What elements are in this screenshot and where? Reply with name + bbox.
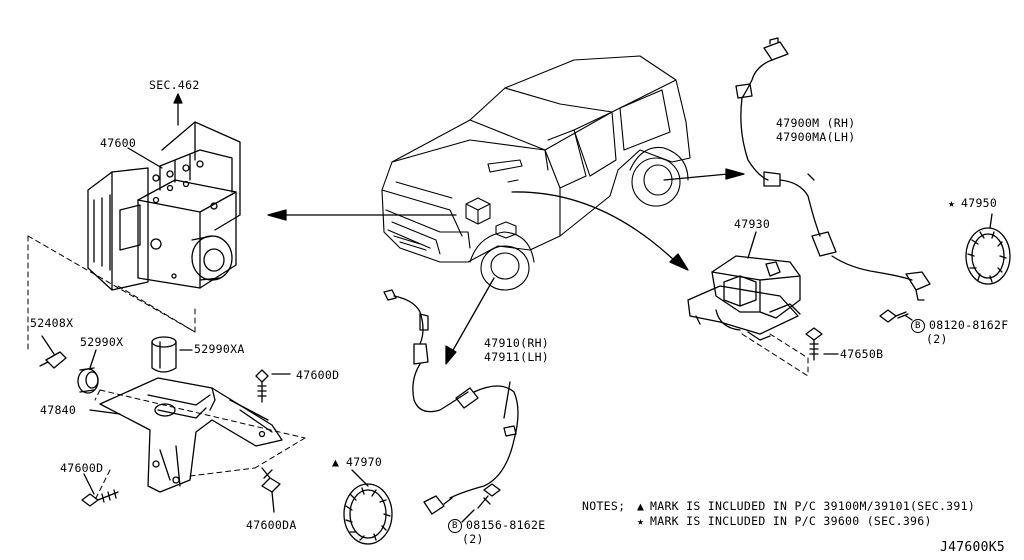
stud-52408x	[39, 351, 67, 369]
label-47950-mark: ★	[948, 196, 956, 210]
abs-actuator-47600	[87, 121, 241, 291]
tone-ring-47950	[965, 227, 1011, 285]
label-47600: 47600	[100, 136, 137, 150]
arrow-to-front-sensor	[451, 277, 495, 353]
notes-line-2: MARK IS INCLUDED IN P/C 39600 (SEC.396)	[650, 514, 932, 528]
bolt-08120	[879, 309, 909, 323]
bolt-47650b	[805, 327, 823, 361]
diagram-code: J47600K5	[940, 540, 1006, 555]
bushing-52990xa	[151, 336, 177, 373]
label-52990xa: 52990XA	[194, 342, 245, 356]
vehicle-drawing	[381, 55, 691, 291]
label-08120-qty: (2)	[926, 332, 948, 346]
bracket-47840	[99, 377, 283, 493]
notes-triangle-mark: ▲	[637, 499, 645, 513]
label-08120-8162f: 08120-8162F	[929, 318, 1009, 332]
front-wheel-sensor-47910	[383, 289, 519, 515]
label-47600da: 47600DA	[246, 518, 297, 532]
label-47840: 47840	[40, 403, 77, 417]
label-sec-462: SEC.462	[149, 78, 200, 92]
label-47950: 47950	[961, 196, 998, 210]
bushing-52990x	[77, 367, 99, 394]
g-sensor-47930	[687, 255, 801, 341]
label-47930: 47930	[734, 217, 771, 231]
arrow-to-g-sensor	[511, 191, 677, 263]
label-47900ma-lh: 47900MA(LH)	[776, 130, 856, 144]
label-47900m-rh: 47900M (RH)	[776, 116, 856, 130]
arrow-to-rear-sensor	[663, 173, 729, 181]
bolt-47600d-left	[81, 489, 119, 507]
label-47970: 47970	[346, 455, 383, 469]
bolt-47600d-right	[255, 369, 269, 403]
label-08156-qty: (2)	[462, 532, 484, 546]
notes-star-mark: ★	[637, 514, 645, 528]
circled-b-left-letter: B	[452, 521, 458, 531]
notes-heading: NOTES;	[582, 499, 626, 513]
rear-wheel-sensor-47900m	[735, 37, 931, 301]
tone-ring-47970	[343, 483, 393, 545]
label-47970-mark: ▲	[332, 455, 340, 469]
label-47650b: 47650B	[840, 347, 884, 361]
label-08156-8162e: 08156-8162E	[466, 518, 546, 532]
label-47911-lh: 47911(LH)	[484, 350, 550, 364]
label-47600d-right: 47600D	[296, 368, 340, 382]
notes-line-1: MARK IS INCLUDED IN P/C 39100M/39101(SEC…	[650, 499, 976, 513]
circled-b-right	[911, 319, 925, 333]
label-47910-rh: 47910(RH)	[484, 336, 550, 350]
circled-b-right-letter: B	[915, 321, 921, 331]
label-52990x: 52990X	[80, 335, 124, 349]
bolt-47600da	[261, 467, 281, 493]
bolt-08156	[477, 483, 501, 509]
label-47600d-left: 47600D	[60, 461, 104, 475]
label-52408x: 52408X	[30, 316, 74, 330]
circled-b-left	[448, 519, 462, 533]
